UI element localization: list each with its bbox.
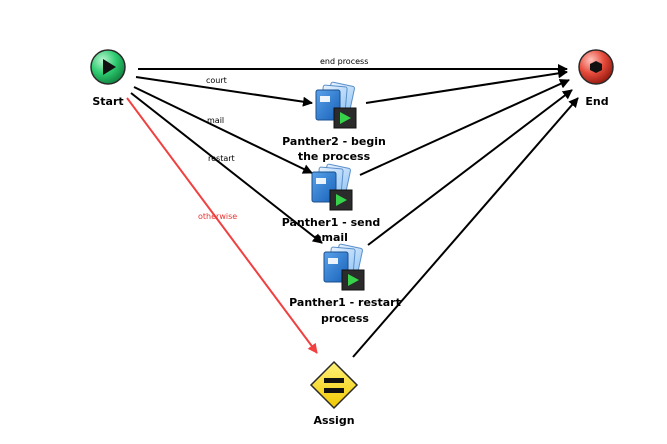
edge-label-court: court: [206, 76, 227, 85]
node-panther1-restart-label-line2: process: [321, 312, 369, 325]
node-panther1-send[interactable]: Panther1 - send email: [282, 163, 381, 244]
edge-panther2-to-end[interactable]: [365, 68, 568, 104]
play-icon: [103, 59, 116, 75]
subprocess-icon: [315, 81, 357, 129]
node-start[interactable]: Start: [90, 49, 126, 108]
edge-label-otherwise: otherwise: [198, 212, 237, 221]
node-end[interactable]: End: [578, 49, 614, 108]
node-panther1-restart[interactable]: Panther1 - restart process: [289, 243, 401, 325]
edge-label-mail: mail: [207, 116, 224, 125]
edge-end-process[interactable]: end process: [138, 57, 568, 74]
stop-icon: [590, 61, 602, 73]
edge-panther1-restart-to-end[interactable]: [367, 89, 573, 246]
edge-otherwise[interactable]: otherwise: [126, 97, 318, 354]
node-end-label: End: [585, 95, 608, 108]
node-panther1-send-label-line2: email: [314, 231, 348, 244]
node-panther1-send-label-line1: Panther1 - send: [282, 216, 381, 229]
node-panther2-begin[interactable]: Panther2 - begin the process: [282, 81, 386, 163]
node-start-label: Start: [92, 95, 123, 108]
node-assign[interactable]: Assign: [309, 360, 359, 427]
edge-panther1-send-to-end[interactable]: [359, 79, 570, 176]
edge-label-end-process: end process: [320, 57, 368, 66]
node-panther2-begin-label-line2: the process: [298, 150, 371, 163]
node-panther1-restart-label-line1: Panther1 - restart: [289, 296, 401, 309]
edge-label-restart: restart: [208, 154, 235, 163]
edge-court[interactable]: court: [135, 76, 313, 107]
edge-assign-to-end[interactable]: [352, 97, 579, 358]
subprocess-icon: [311, 163, 353, 211]
edge-restart[interactable]: restart: [130, 92, 323, 244]
edge-mail[interactable]: mail: [133, 86, 313, 174]
node-panther2-begin-label-line1: Panther2 - begin: [282, 135, 386, 148]
equals-icon: [324, 378, 344, 393]
subprocess-icon: [323, 243, 365, 291]
node-assign-label: Assign: [313, 414, 354, 427]
